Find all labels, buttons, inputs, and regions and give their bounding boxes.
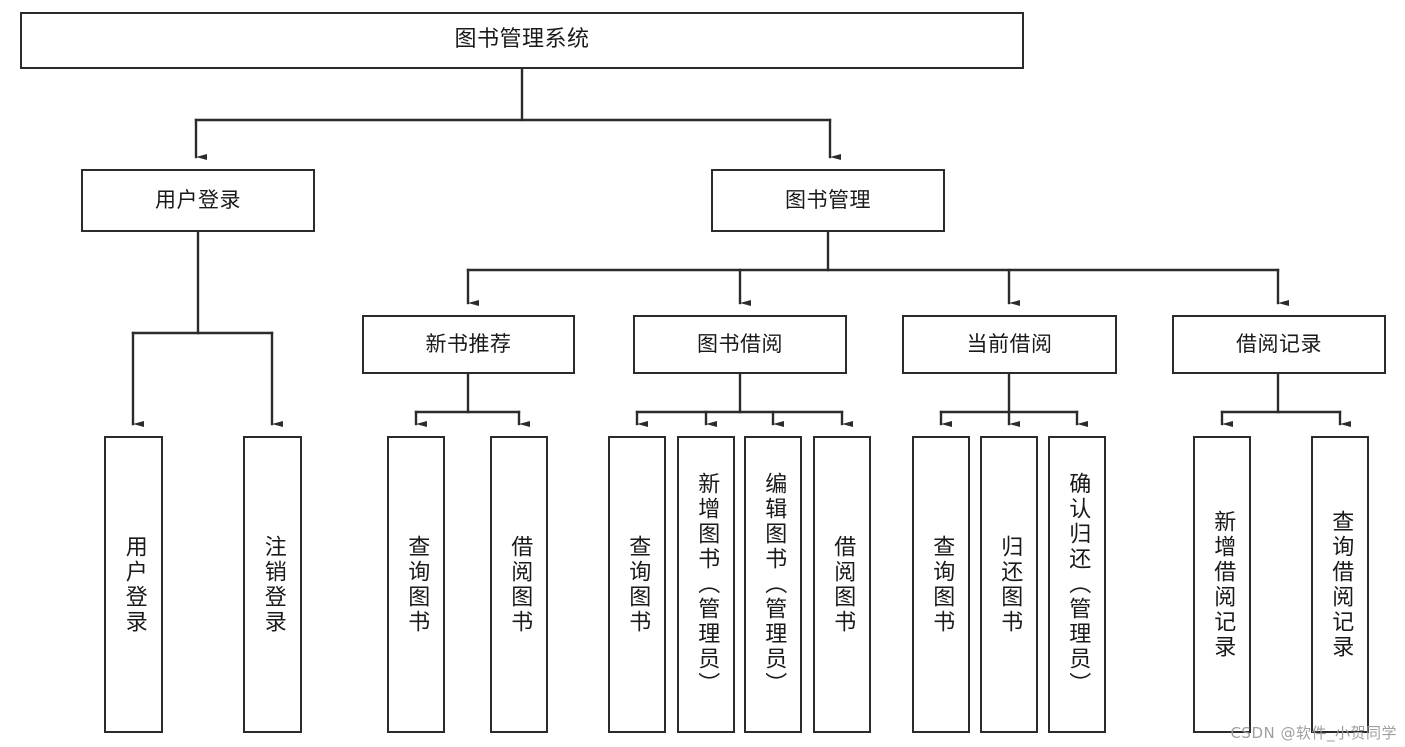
csdn-watermark: CSDN @软件_小贺同学 <box>1230 724 1397 742</box>
leaf-record-add-record[interactable]: 新增借阅记录 <box>1193 436 1251 733</box>
node-label: 注销登录 <box>260 534 286 635</box>
node-label: 图书管理系统 <box>454 27 590 53</box>
node-label: 查询图书 <box>929 534 955 635</box>
node-label: 编辑图书（管理员） <box>761 472 787 697</box>
leaf-borrow-borrow-book[interactable]: 借阅图书 <box>813 436 871 733</box>
node-label: 借阅图书 <box>830 534 856 635</box>
node-user-login[interactable]: 用户登录 <box>81 169 315 232</box>
node-label: 查询借阅记录 <box>1328 509 1354 660</box>
leaf-recommend-borrow-book[interactable]: 借阅图书 <box>490 436 548 733</box>
leaf-current-return-book[interactable]: 归还图书 <box>980 436 1038 733</box>
node-label: 图书管理 <box>785 187 871 212</box>
node-borrow-record[interactable]: 借阅记录 <box>1172 315 1386 374</box>
node-label: 查询图书 <box>404 534 430 635</box>
node-label: 当前借阅 <box>966 331 1053 356</box>
leaf-user-login-signin[interactable]: 用户登录 <box>104 436 163 733</box>
node-label: 借阅记录 <box>1236 331 1322 356</box>
node-current-borrow[interactable]: 当前借阅 <box>902 315 1117 374</box>
leaf-borrow-query-book[interactable]: 查询图书 <box>608 436 666 733</box>
leaf-current-query-book[interactable]: 查询图书 <box>912 436 970 733</box>
leaf-borrow-edit-book-admin[interactable]: 编辑图书（管理员） <box>744 436 802 733</box>
node-label: 新书推荐 <box>425 331 512 356</box>
node-new-book-recommend[interactable]: 新书推荐 <box>362 315 575 374</box>
node-book-management[interactable]: 图书管理 <box>711 169 945 232</box>
node-label: 用户登录 <box>121 534 147 635</box>
leaf-current-confirm-return-admin[interactable]: 确认归还（管理员） <box>1048 436 1106 733</box>
leaf-record-query-record[interactable]: 查询借阅记录 <box>1311 436 1369 733</box>
node-label: 查询图书 <box>625 534 651 635</box>
node-label: 用户登录 <box>155 187 241 212</box>
node-label: 图书借阅 <box>697 331 783 356</box>
leaf-user-login-signout[interactable]: 注销登录 <box>243 436 302 733</box>
node-label: 确认归还（管理员） <box>1065 472 1091 697</box>
leaf-borrow-add-book-admin[interactable]: 新增图书（管理员） <box>677 436 735 733</box>
node-label: 借阅图书 <box>507 534 533 635</box>
node-root-system[interactable]: 图书管理系统 <box>20 12 1024 69</box>
node-label: 新增图书（管理员） <box>694 472 720 697</box>
node-label: 归还图书 <box>997 534 1023 635</box>
leaf-recommend-query-book[interactable]: 查询图书 <box>387 436 445 733</box>
node-label: 新增借阅记录 <box>1210 509 1236 660</box>
node-book-borrow[interactable]: 图书借阅 <box>633 315 847 374</box>
